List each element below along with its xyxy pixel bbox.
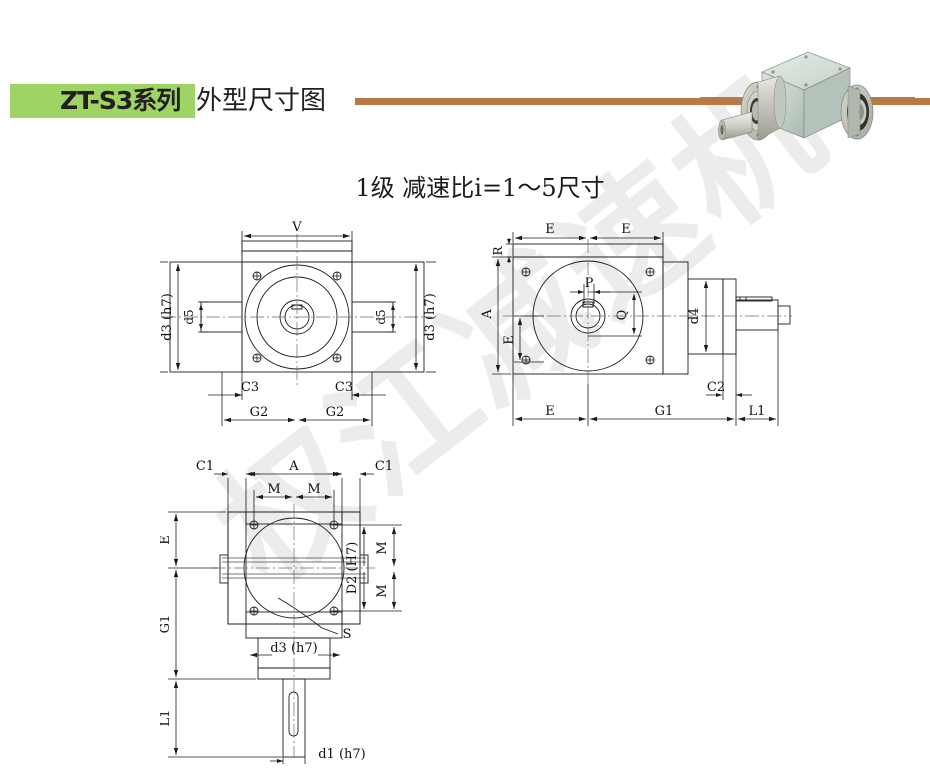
label-m-top-right: M — [307, 482, 320, 497]
label-d5-right: d5 — [374, 309, 388, 324]
label-c3-right: C3 — [335, 380, 353, 395]
front-view: V d3 (h7) d3 (h7) d5 d5 — [160, 220, 438, 426]
label-r: R — [491, 246, 505, 256]
side-view: E E R A E P — [480, 222, 792, 426]
header-green-block — [10, 84, 195, 118]
label-q: Q — [615, 310, 630, 321]
label-e-left: E — [160, 535, 173, 545]
header-rule — [355, 98, 930, 105]
label-c1-left: C1 — [196, 459, 214, 474]
header-series-code: ZT-S3系列 — [60, 86, 181, 115]
label-d3-right: d3 (h7) — [423, 293, 438, 341]
label-m-right-upper: M — [375, 541, 390, 554]
label-g2-right: G2 — [326, 405, 345, 420]
label-s: S — [343, 627, 352, 642]
label-l1-left: L1 — [160, 710, 173, 727]
label-d4: d4 — [687, 308, 702, 325]
label-d3-bottom: d3 (h7) — [270, 641, 318, 656]
label-c1-right: C1 — [375, 459, 393, 474]
label-c3-left: C3 — [241, 380, 259, 395]
product-photo — [700, 51, 915, 141]
label-e-left-inner: E — [502, 335, 517, 345]
label-e-bottom: E — [545, 404, 555, 419]
drawing-title: 1级 减速比i=1～5尺寸 — [355, 174, 605, 202]
label-v: V — [291, 220, 302, 235]
label-d5-left: d5 — [182, 309, 196, 324]
label-a: A — [480, 309, 495, 320]
label-g2-left: G2 — [250, 405, 269, 420]
label-d2: D2 (H7) — [345, 542, 360, 595]
top-view: C1 C1 A M M D2 (H7) M M — [160, 459, 402, 764]
header-band — [0, 84, 930, 118]
label-g1: G1 — [655, 404, 674, 419]
label-m-right-lower: M — [375, 584, 390, 597]
label-e-top-right: E — [621, 222, 631, 237]
label-l1: L1 — [749, 404, 766, 419]
label-c2: C2 — [707, 380, 725, 395]
label-e-top-left: E — [545, 222, 555, 237]
label-d3-left: d3 (h7) — [160, 293, 175, 341]
label-m-top-left: M — [267, 482, 280, 497]
label-d1: d1 (h7) — [318, 747, 366, 762]
label-g1-left: G1 — [160, 615, 173, 634]
page-title: 外型尺寸图 — [196, 86, 327, 116]
label-a-top: A — [288, 459, 299, 474]
label-p: P — [585, 276, 594, 291]
